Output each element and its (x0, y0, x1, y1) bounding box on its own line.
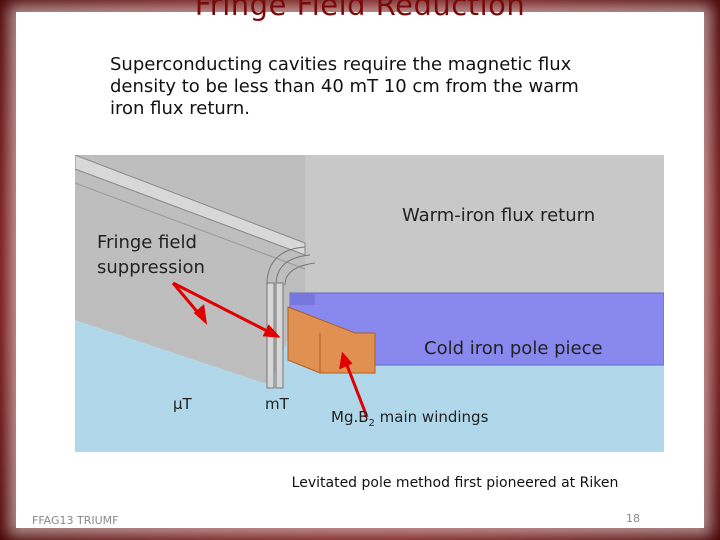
magnet-diagram-svg (74, 154, 665, 452)
main-windings (287, 306, 376, 374)
milli-tesla-label: mT (265, 395, 289, 413)
windings-label-rest: main windings (374, 408, 489, 426)
intro-text: Superconducting cavities require the mag… (110, 54, 579, 119)
figure-caption: Levitated pole method first pioneered at… (291, 475, 619, 491)
slide-title: Fringe Field Reduction (194, 0, 526, 22)
windings-label-main: Mg.B (331, 408, 369, 426)
warm-iron-label: Warm-iron flux return (402, 205, 596, 226)
slab-line (74, 182, 306, 270)
fringe-arrows (171, 281, 369, 418)
cold-iron-edge (290, 293, 315, 305)
magnet-diagram: Warm-iron flux return Fringe field suppr… (74, 154, 665, 452)
cold-iron-label: Cold iron pole piece (424, 338, 603, 359)
suppression-slab (75, 155, 305, 385)
warm-iron-block (305, 155, 664, 295)
page-number: 18 (626, 512, 640, 525)
fringe-label-line1: Fringe field (97, 232, 197, 253)
windings-label-sub: 2 (368, 418, 375, 429)
micro-tesla-label: μT (173, 395, 192, 413)
fringe-label: Fringe field suppression (97, 230, 205, 280)
slab-top-edge (74, 154, 306, 256)
fringe-label-line2: suppression (97, 257, 205, 278)
windings-label: Mg.B2 main windings (331, 408, 488, 429)
footer-conference: FFAG13 TRIUMF (32, 514, 119, 527)
